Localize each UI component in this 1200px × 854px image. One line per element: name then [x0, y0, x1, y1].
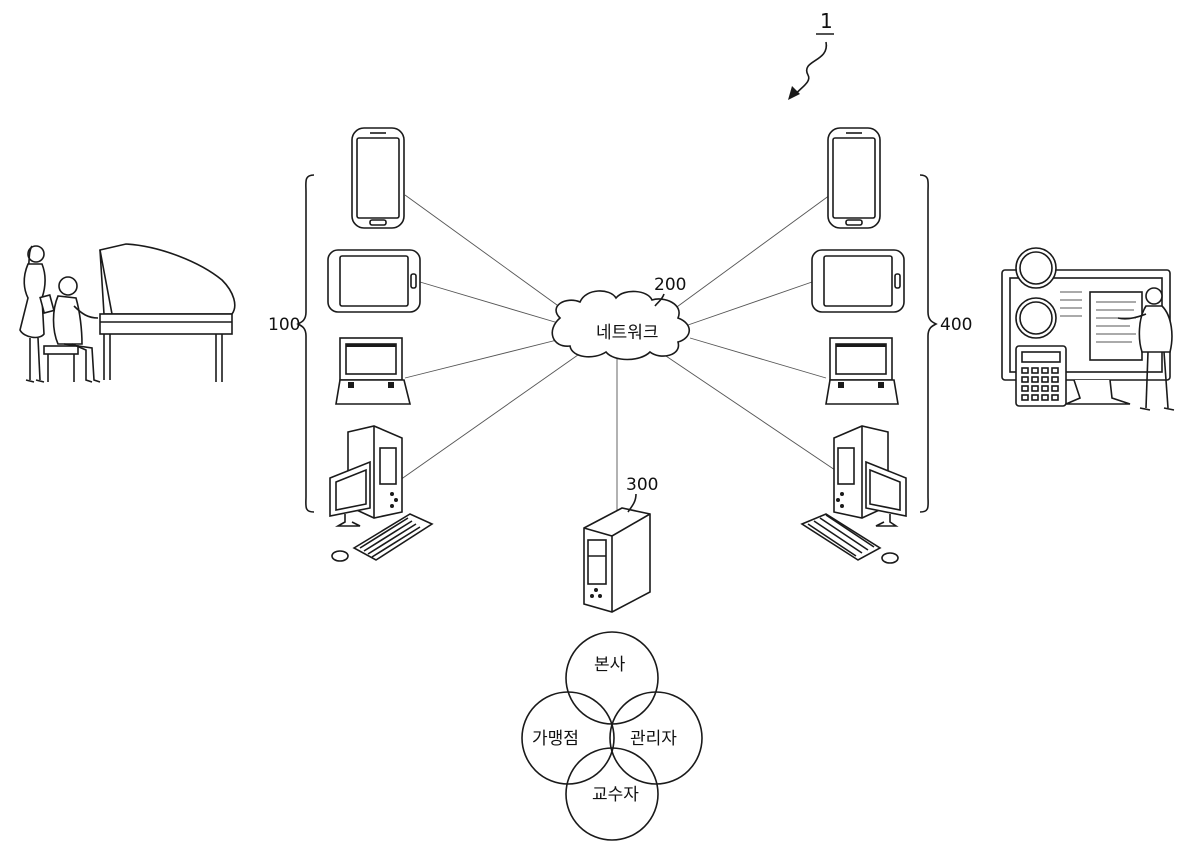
- coin-icon: [1016, 248, 1056, 288]
- user-desktop: [330, 426, 432, 561]
- user-tablet: [328, 250, 420, 312]
- link-user-phone: [405, 195, 575, 318]
- link-user-laptop: [405, 338, 565, 378]
- reference-numeral-100: 100: [268, 315, 300, 335]
- link-admin-laptop: [690, 338, 826, 378]
- user-group-bracket: 100: [268, 175, 314, 512]
- link-admin-tablet: [688, 282, 812, 325]
- bracket-left: [298, 175, 314, 512]
- reference-main: 1: [788, 9, 834, 100]
- reference-numeral-1: 1: [820, 9, 833, 33]
- piano-lesson-illustration: [20, 244, 235, 382]
- piano-lid: [100, 244, 235, 314]
- reference-arrowhead: [788, 86, 800, 100]
- venn-label-left: 가맹점: [532, 729, 579, 749]
- link-user-tablet: [420, 282, 565, 325]
- pianist-head: [59, 277, 77, 295]
- admin-desktop: [802, 426, 906, 563]
- reference-numeral-200: 200: [654, 275, 686, 295]
- piano-body: [100, 314, 232, 334]
- reference-arrow: [794, 42, 826, 96]
- worker-head: [1146, 288, 1162, 304]
- venn-label-bottom: 교수자: [592, 785, 639, 805]
- user-laptop: [336, 338, 410, 404]
- venn-label-right: 관리자: [630, 729, 677, 749]
- admin-tablet: [812, 250, 904, 312]
- link-admin-phone: [670, 195, 830, 312]
- reference-lead-300: [628, 494, 636, 512]
- venn-diagram: 본사 가맹점 관리자 교수자: [522, 632, 702, 840]
- admin-laptop: [826, 338, 898, 404]
- piano-bench: [44, 346, 78, 354]
- link-admin-desktop: [660, 352, 835, 470]
- venn-circle-top: [566, 632, 658, 724]
- reference-numeral-400: 400: [940, 315, 972, 335]
- link-user-desktop: [400, 350, 585, 480]
- admin-group-bracket: 400: [920, 175, 972, 512]
- bracket-right: [920, 175, 936, 512]
- venn-label-top: 본사: [594, 655, 626, 675]
- user-smartphone: [352, 128, 404, 228]
- reference-numeral-300: 300: [626, 475, 658, 495]
- network-cloud: 네트워크 200: [552, 275, 689, 360]
- server: 300: [584, 475, 658, 612]
- office-worker-illustration: [1002, 248, 1174, 410]
- coin-icon: [1016, 298, 1056, 338]
- network-label: 네트워크: [596, 323, 659, 343]
- admin-smartphone: [828, 128, 880, 228]
